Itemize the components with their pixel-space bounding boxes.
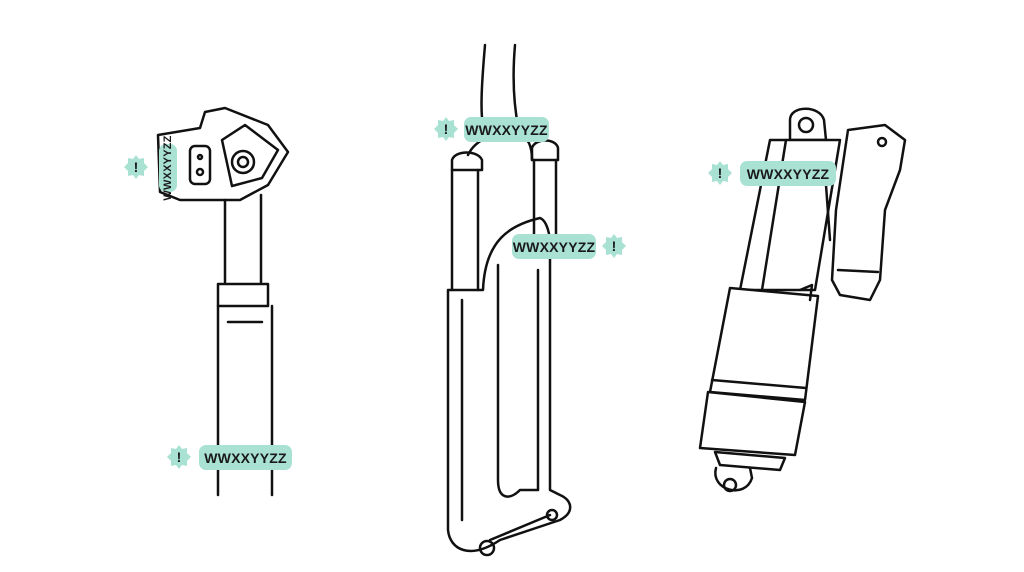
- seatpost-label-bottom: WWXXYYZZ: [199, 445, 292, 470]
- fork-label-top: WWXXYYZZ: [464, 117, 549, 142]
- seatpost-label-top: WWXXYYZZ: [159, 135, 177, 201]
- warning-badge-icon: !: [124, 155, 148, 179]
- warning-badge-icon: !: [708, 161, 732, 185]
- warning-badge-icon: !: [434, 117, 458, 141]
- shock-label: WWXXYYZZ: [740, 161, 836, 186]
- fork-label-middle: WWXXYYZZ: [512, 234, 596, 259]
- warning-badge-icon: !: [602, 234, 626, 258]
- dropper-seatpost-drawing: [156, 106, 290, 497]
- warning-badge-icon: !: [167, 445, 191, 469]
